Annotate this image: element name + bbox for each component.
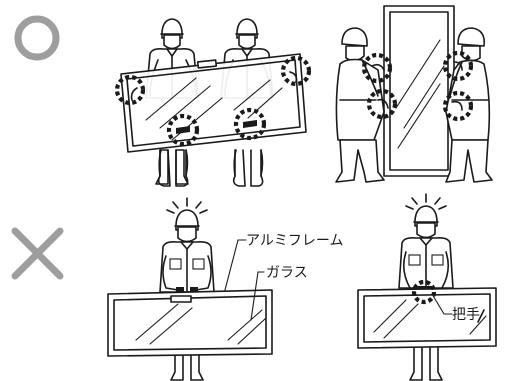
ng-handle-carry-illustration: 把手	[357, 193, 497, 381]
ok-horizontal-carry-illustration	[114, 18, 312, 187]
grip-highlight-lower-left	[366, 88, 398, 120]
ok-circle-mark-icon	[14, 15, 60, 61]
grip-highlight-upper-right	[442, 50, 474, 82]
glass-pane-vertical	[383, 5, 455, 177]
grip-highlight-bottom-right	[233, 107, 267, 141]
grip-highlight-bottom-left	[166, 113, 200, 147]
label-handle: 把手	[452, 307, 480, 323]
leader-glass	[250, 271, 265, 321]
glass-pane-frame	[107, 289, 273, 357]
ng-frame-carry-illustration: アルミフレーム ガラス	[107, 197, 343, 381]
worker-left-vertical	[335, 27, 385, 183]
grip-highlight-left	[114, 74, 146, 106]
grip-highlight-upper-left	[361, 52, 393, 84]
grip-highlight-lower-right	[442, 90, 474, 122]
label-glass: ガラス	[266, 265, 308, 281]
ng-cross-mark-icon	[11, 227, 64, 280]
worker-ng-handle	[398, 193, 454, 381]
glass-pane-handle	[357, 287, 497, 349]
tick-mark	[477, 309, 485, 323]
grip-highlight-handle	[411, 279, 437, 305]
label-aluminum-frame: アルミフレーム	[246, 233, 343, 249]
ok-vertical-carry-illustration	[335, 5, 493, 183]
leader-aluminum-frame	[224, 239, 247, 291]
leader-handle	[431, 293, 453, 315]
grip-highlight-right	[280, 55, 312, 87]
